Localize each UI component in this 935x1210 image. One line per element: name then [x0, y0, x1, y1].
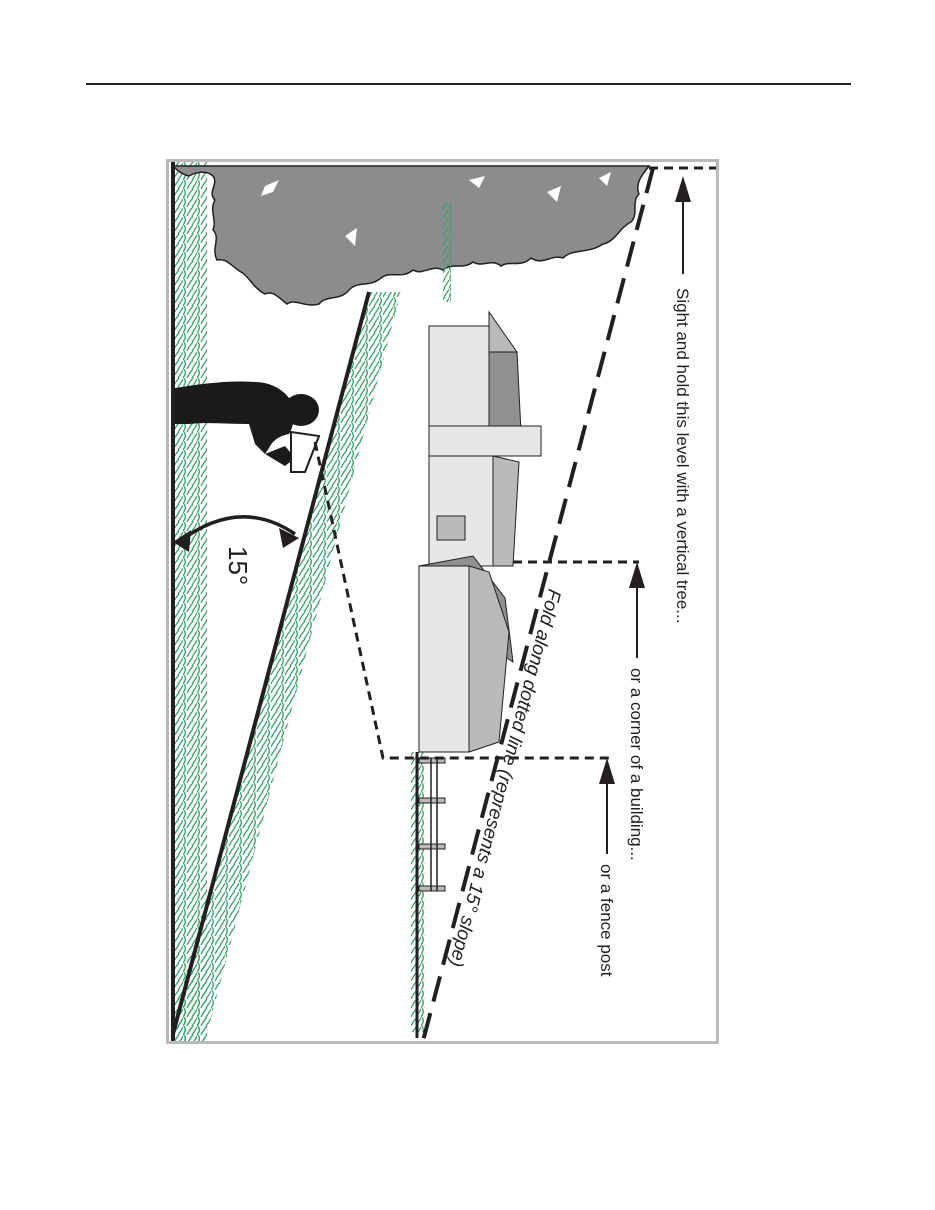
- canopy-gap: [261, 180, 279, 196]
- fence: [418, 757, 446, 892]
- annotation-building: or a corner of a building...: [627, 668, 646, 861]
- canopy-gap: [547, 186, 561, 202]
- annotation-fence: or a fence post: [597, 864, 616, 977]
- slope-diagram-frame: 15° Sight and hold this level with a ver…: [166, 159, 719, 1044]
- double-arrow-icon: [279, 528, 299, 548]
- slope-grass: [173, 292, 401, 1041]
- person-silhouette: [175, 381, 319, 466]
- canopy-gap: [345, 228, 357, 246]
- header-rule: [86, 83, 851, 85]
- slope-diagram: 15° Sight and hold this level with a ver…: [171, 162, 716, 1041]
- ground-grass: [173, 162, 207, 1041]
- double-arrow-icon: [173, 530, 191, 552]
- canopy-gap: [469, 176, 485, 188]
- arrow-up-icon: [675, 176, 691, 202]
- annotation-tree: Sight and hold this level with a vertica…: [673, 288, 692, 623]
- tree-canopy: [171, 165, 651, 306]
- level-card: [290, 430, 321, 473]
- angle-arc: [177, 515, 296, 544]
- building: [418, 310, 542, 753]
- distant-grass: [443, 202, 451, 302]
- sight-line: [313, 441, 609, 760]
- slope-line: [171, 291, 371, 1035]
- canopy-gap: [599, 172, 611, 186]
- arrow-up-icon: [599, 758, 615, 784]
- arrow-up-icon: [629, 562, 645, 588]
- angle-label: 15°: [223, 546, 253, 585]
